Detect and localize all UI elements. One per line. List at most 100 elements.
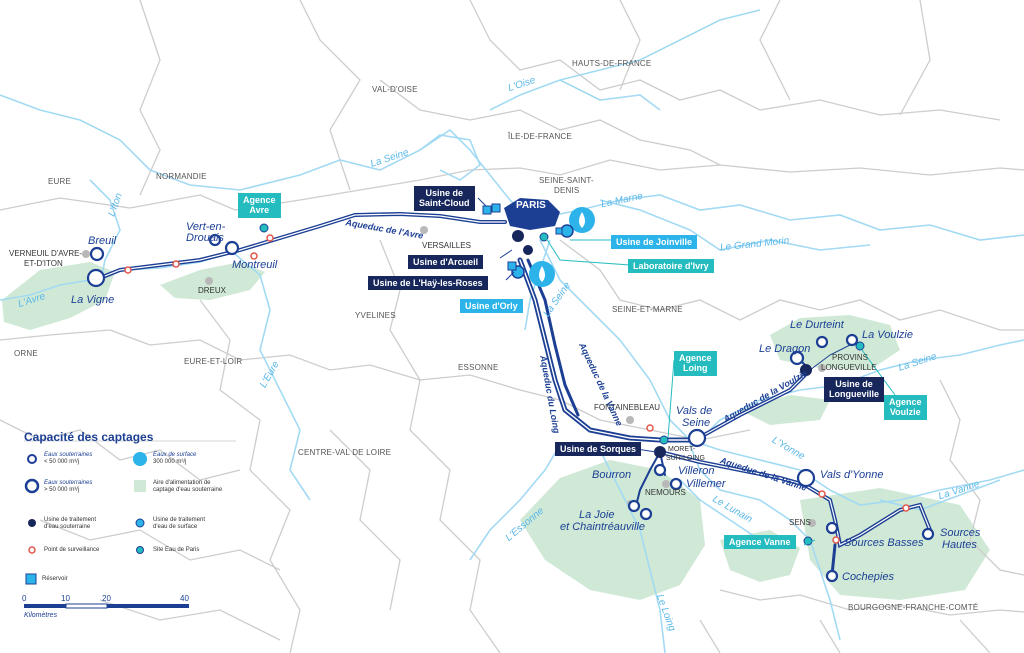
site-la-joie-1: La Joie [579, 509, 615, 521]
box-agence-loing: Agence Loing [674, 351, 717, 376]
town-provins: PROVINS [832, 353, 869, 362]
region-seine-et-marne: SEINE-ET-MARNE [612, 305, 683, 314]
region-bourgogne-franche-comte: BOURGOGNE-FRANCHE-COMTÉ [848, 603, 979, 612]
town-versailles: VERSAILLES [422, 241, 471, 250]
legend-eaux-sout-big-value: > 50 000 m³/j [44, 487, 80, 494]
site-sources-hautes-2: Hautes [942, 539, 977, 551]
region-ile-de-france: ÎLE-DE-FRANCE [508, 132, 572, 141]
legend-usine-sout-line2: d'eau souterraine [44, 524, 91, 531]
box-usine-saint-cloud-line2: Saint-Cloud [419, 198, 470, 209]
legend-aire-line2: captage d'eau souterraine [153, 487, 223, 494]
site-sources-hautes-1: Sources [940, 527, 981, 539]
region-normandie: NORMANDIE [156, 172, 207, 181]
site-la-joie-2: et Chaintréauville [560, 521, 645, 533]
box-agence-avre-line2: Avre [249, 205, 270, 216]
site-vals-d-yonne: Vals d'Yonne [820, 469, 884, 481]
site-vert-2: Drouais [186, 232, 224, 244]
region-eure: EURE [48, 177, 72, 186]
box-usine-longueville-line2: Longueville [829, 389, 880, 400]
legend-eaux-sout-big-label: Eaux souterraines [44, 480, 93, 486]
legend-usine-surf-line2: d'eau de surface [153, 524, 198, 531]
town-paris: PARIS [516, 200, 546, 211]
legend-title: Capacité des captages [24, 430, 154, 444]
box-agence-vanne: Agence Vanne [724, 535, 796, 550]
box-usine-sorques: Usine de Sorques [555, 442, 642, 457]
site-villemer: Villemer [686, 478, 726, 490]
legend-reservoir: Réservoir [42, 576, 68, 582]
legend-eaux-sout-small-label: Eaux souterraines [44, 452, 93, 458]
town-verneuil-2: ET-D'ITON [24, 259, 63, 268]
scale-unit: Kilomètres [24, 612, 58, 619]
town-nemours: NEMOURS [645, 488, 686, 497]
legend-eaux-sout-small: Eaux souterraines < 50 000 m³/j [44, 452, 92, 466]
site-sources-basses: Sources Basses [844, 537, 924, 549]
capture-pins [86, 233, 935, 583]
legend-point-surveillance: Point de surveillance [44, 547, 100, 553]
scale-tick-0: 0 [22, 594, 27, 603]
region-eure-et-loir: EURE-ET-LOIR [184, 357, 243, 366]
box-usine-arcueil: Usine d'Arcueil [408, 255, 484, 270]
town-verneuil-1: VERNEUIL D'AVRE- [9, 249, 83, 258]
box-agence-voulzie-line2: Voulzie [889, 407, 921, 418]
site-villeron: Villeron [678, 465, 715, 477]
legend-usine-sout: Usine de traitement d'eau souterraine [44, 517, 96, 531]
region-yvelines: YVELINES [355, 311, 396, 320]
town-longueville: LONGUEVILLE [821, 363, 877, 372]
legend-eaux-surface-value: 300 000 m³/j [153, 459, 187, 466]
legend-eaux-sout-small-value: < 50 000 m³/j [44, 459, 80, 466]
legend-usine-sout-line1: Usine de traitement [44, 517, 97, 523]
box-usine-saint-cloud-line1: Usine de [425, 188, 463, 198]
site-bourron: Bourron [592, 469, 632, 481]
region-seine-saint-denis-2: DENIS [554, 186, 580, 195]
region-orne: ORNE [14, 349, 38, 358]
box-usine-orly: Usine d'Orly [460, 299, 523, 314]
site-le-dragon: Le Dragon [759, 343, 811, 355]
box-agence-avre: Agence Avre [238, 193, 281, 218]
town-moret-2: SUR-LOING [666, 455, 705, 462]
box-agence-voulzie-line1: Agence [889, 397, 922, 407]
box-usine-hay: Usine de L'Haÿ-les-Roses [368, 276, 488, 291]
town-moret-1: MORET- [668, 446, 696, 453]
surface-water-symbols [529, 207, 595, 287]
leader-lines [477, 197, 896, 546]
legend-usine-surf: Usine de traitement d'eau de surface [153, 517, 205, 531]
region-centre-val-de-loire: CENTRE-VAL DE LOIRE [298, 448, 392, 457]
legend-eaux-sout-big: Eaux souterraines > 50 000 m³/j [44, 480, 92, 494]
legend-eaux-surface: Eaux de surface 300 000 m³/j [153, 452, 196, 466]
site-vals-de-seine-2: Seine [682, 417, 711, 429]
site-vert-1: Vert-en- [186, 221, 226, 233]
site-le-durteint: Le Durteint [790, 319, 844, 331]
site-la-voulzie: La Voulzie [862, 329, 913, 341]
site-montreuil: Montreuil [232, 259, 278, 271]
legend-eaux-surface-label: Eaux de surface [153, 452, 197, 458]
town-fontainebleau: FONTAINEBLEAU [594, 403, 661, 412]
region-hauts-de-france: HAUTS-DE-FRANCE [572, 59, 652, 68]
box-agence-loing-line1: Agence [679, 353, 712, 363]
treatment-plants [259, 203, 865, 546]
scale-tick-10: 10 [61, 594, 70, 603]
box-usine-longueville-line1: Usine de [835, 379, 873, 389]
site-breuil: Breuil [88, 235, 117, 247]
site-la-vigne: La Vigne [71, 294, 115, 306]
box-usine-joinville: Usine de Joinville [611, 235, 698, 250]
box-agence-avre-line1: Agence [243, 195, 276, 205]
region-essonne: ESSONNE [458, 363, 499, 372]
region-val-d-oise: VAL-D'OISE [372, 85, 418, 94]
box-usine-longueville: Usine de Longueville [824, 377, 885, 402]
town-dreux: DREUX [198, 286, 227, 295]
box-agence-voulzie: Agence Voulzie [884, 395, 927, 420]
box-agence-loing-line2: Loing [683, 363, 708, 374]
site-vals-de-seine-1: Vals de [676, 405, 713, 417]
site-cochepies: Cochepies [842, 571, 894, 583]
scale-tick-20: 20 [102, 594, 111, 603]
box-labo-ivry: Laboratoire d'Ivry [628, 259, 714, 274]
paris-area [504, 198, 560, 230]
surveillance-points [124, 234, 910, 544]
legend-aire: Aire d'alimentation de captage d'eau sou… [153, 480, 222, 494]
legend-usine-surf-line1: Usine de traitement [153, 517, 206, 523]
rivers [0, 9, 1024, 653]
scale-tick-40: 40 [180, 594, 189, 603]
legend-aire-line1: Aire d'alimentation de [153, 480, 211, 486]
